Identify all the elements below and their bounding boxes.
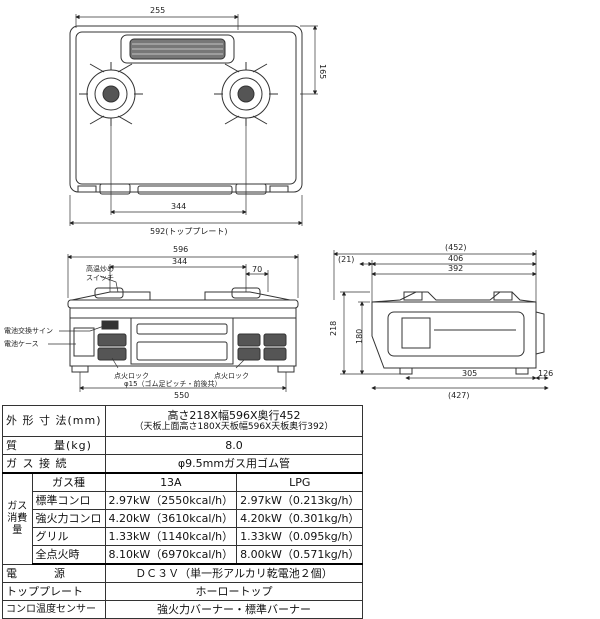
gas-row: グリル 1.33kW（1140kcal/h） 1.33kW（0.095kg/h） bbox=[3, 527, 364, 546]
gas-row-lpg: 4.20kW（0.301kg/h） bbox=[236, 509, 364, 528]
dim-218: 218 bbox=[329, 321, 338, 336]
dim-255: 255 bbox=[150, 6, 165, 15]
gas-row-label: グリル bbox=[31, 527, 106, 546]
gas-header-label: ガス種 bbox=[31, 472, 106, 492]
gas-row-label: 強火力コンロ bbox=[31, 509, 106, 528]
label-temp-sensor: コンロ温度センサー bbox=[2, 600, 106, 619]
label-weight: 質 量(kg) bbox=[2, 436, 106, 455]
dim-70: 70 bbox=[252, 265, 262, 274]
row-dimensions: 外 形 寸 法(mm) 高さ218X幅596X奥行452 （天板上面高さ180X… bbox=[2, 405, 364, 437]
dim-126: 126 bbox=[538, 369, 553, 378]
gas-row-lpg: 8.00kW（0.571kg/h） bbox=[236, 545, 364, 565]
row-top-plate: トッププレート ホーロートップ bbox=[2, 582, 364, 601]
gas-row-lpg: 2.97kW（0.213kg/h） bbox=[236, 491, 364, 510]
gas-header-lpg: LPG bbox=[236, 472, 364, 492]
gas-header-13a: 13A bbox=[104, 472, 238, 492]
dim-427: (427) bbox=[448, 391, 470, 400]
dim-596: 596 bbox=[173, 245, 188, 254]
row-weight: 質 量(kg) 8.0 bbox=[2, 436, 364, 455]
label-thermo-switch-2: スイッチ bbox=[86, 274, 114, 282]
spec-sheet: { "top_view": { "dims": {"d255":"255","d… bbox=[2, 6, 553, 619]
value-weight: 8.0 bbox=[104, 436, 364, 455]
top-view bbox=[69, 25, 303, 195]
dim-305: 305 bbox=[462, 369, 477, 378]
value-top-plate: ホーロートップ bbox=[104, 582, 364, 601]
gas-row-lpg: 1.33kW（0.095kg/h） bbox=[236, 527, 364, 546]
dim-550: 550 bbox=[174, 391, 189, 400]
label-foot-pitch: φ15（ゴム足ピッチ・前後共） bbox=[124, 379, 222, 388]
row-power: 電 源 ＤＣ３Ｖ（単一形アルカリ乾電池２個） bbox=[2, 563, 364, 583]
value-dimensions-sub: （天板上面高さ180X天板幅596X天板奥行392） bbox=[134, 422, 334, 432]
value-temp-sensor: 強火力バーナー・標準バーナー bbox=[104, 600, 364, 619]
side-view bbox=[371, 291, 545, 375]
value-dimensions: 高さ218X幅596X奥行452 （天板上面高さ180X天板幅596X天板奥行3… bbox=[104, 405, 364, 437]
label-battery-sign: 電池交換サイン bbox=[4, 326, 53, 335]
dim-344-top: 344 bbox=[171, 202, 186, 211]
dim-344-front: 344 bbox=[172, 257, 187, 266]
label-gas-connection: ガ ス 接 続 bbox=[2, 454, 106, 474]
label-power: 電 源 bbox=[2, 563, 106, 583]
front-view bbox=[67, 287, 299, 373]
label-thermo-switch-1: 高温炒め bbox=[86, 264, 114, 273]
label-ignition-lock-left: 点火ロック bbox=[114, 372, 149, 380]
gas-row-13a: 2.97kW（2550kcal/h） bbox=[104, 491, 238, 510]
dim-452: (452) bbox=[445, 243, 467, 252]
value-dimensions-main: 高さ218X幅596X奥行452 bbox=[167, 409, 301, 422]
gas-row: 強火力コンロ 4.20kW（3610kcal/h） 4.20kW（0.301kg… bbox=[3, 509, 364, 528]
dim-592: 592(トッププレート) bbox=[150, 227, 228, 236]
label-dimensions: 外 形 寸 法(mm) bbox=[2, 405, 106, 437]
drawing-canvas: 255 165 344 592(トッププレート) bbox=[4, 6, 553, 400]
label-battery-case: 電池ケース bbox=[4, 339, 39, 348]
row-temp-sensor: コンロ温度センサー 強火力バーナー・標準バーナー bbox=[2, 600, 364, 619]
gas-row-13a: 4.20kW（3610kcal/h） bbox=[104, 509, 238, 528]
gas-row-13a: 8.10kW（6970kcal/h） bbox=[104, 545, 238, 565]
gas-row-label: 標準コンロ bbox=[31, 491, 106, 510]
gas-row-13a: 1.33kW（1140kcal/h） bbox=[104, 527, 238, 546]
dim-392: 392 bbox=[448, 264, 463, 273]
gas-row-label: 全点火時 bbox=[31, 545, 106, 565]
dim-165: 165 bbox=[318, 64, 327, 79]
value-power: ＤＣ３Ｖ（単一形アルカリ乾電池２個） bbox=[104, 563, 364, 583]
dim-406: 406 bbox=[448, 254, 463, 263]
dim-180: 180 bbox=[355, 329, 364, 344]
spec-table: 外 形 寸 法(mm) 高さ218X幅596X奥行452 （天板上面高さ180X… bbox=[2, 405, 364, 619]
row-gas-connection: ガ ス 接 続 φ9.5mmガス用ゴム管 bbox=[2, 454, 364, 474]
gas-row: 標準コンロ 2.97kW（2550kcal/h） 2.97kW（0.213kg/… bbox=[3, 491, 364, 510]
value-gas-connection: φ9.5mmガス用ゴム管 bbox=[104, 454, 364, 474]
gas-row: 全点火時 8.10kW（6970kcal/h） 8.00kW（0.571kg/h… bbox=[3, 545, 364, 565]
dim-21: (21) bbox=[338, 255, 354, 264]
label-ignition-lock-right: 点火ロック bbox=[214, 372, 249, 380]
row-gas-header: ガス消費量 ガス種 13A LPG bbox=[2, 472, 364, 565]
label-gas-group: ガス消費量 bbox=[2, 472, 33, 565]
label-top-plate: トッププレート bbox=[2, 582, 106, 601]
